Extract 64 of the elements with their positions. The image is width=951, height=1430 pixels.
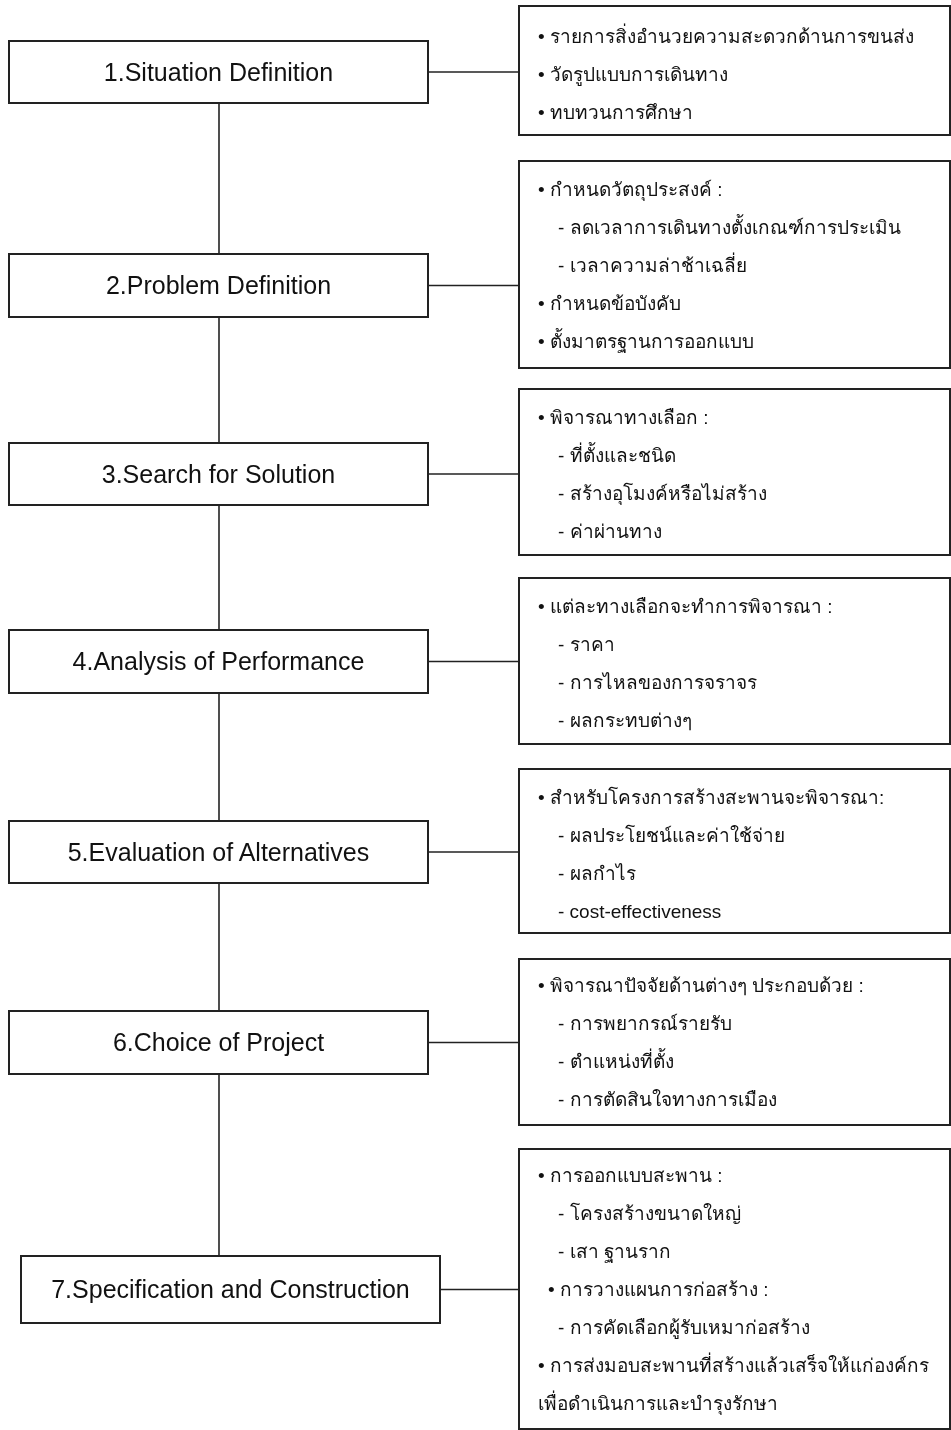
connector-line [428, 71, 519, 73]
list-item: - ลดเวลาการเดินทางตั้งเกณฑ์การประเมิน [558, 209, 943, 247]
list-item: - การพยากรณ์รายรับ [558, 1012, 733, 1036]
note-box [518, 160, 951, 369]
step-box [8, 40, 429, 104]
connector-line [440, 1288, 519, 1291]
list-item: - การไหลของการจราจร [558, 671, 758, 695]
list-item: • พิจารณาปัจจัยด้านต่างๆ ประกอบด้วย : [538, 974, 865, 998]
step-box [8, 442, 429, 506]
note-box [518, 958, 951, 1126]
step-title: 2.Problem Definition [105, 271, 332, 300]
list-item: • กำหนดข้อบังคับ [538, 292, 682, 316]
list-item: - ผลกระทบต่างๆ [558, 709, 693, 733]
step-title: 5.Evaluation of Alternatives [67, 837, 370, 867]
list-item: - การคัดเลือกผู้รับเหมาก่อสร้าง [558, 1316, 811, 1341]
list-item: • กำหนดวัตถุประสงค์ : [538, 178, 724, 203]
list-item: - ผลประโยชน์และค่าใช้จ่าย [558, 823, 786, 848]
note-box [518, 1148, 951, 1430]
note-box [518, 768, 951, 934]
step-title: 7.Specification and Construction [51, 1275, 410, 1304]
step-title: 3.Search for Solution [101, 459, 336, 489]
connector-line [218, 693, 220, 821]
list-item: - ราคา [558, 633, 616, 657]
list-item: - โครงสร้างขนาดใหญ่ [558, 1201, 742, 1226]
note-box [518, 5, 951, 136]
connector-line [428, 1041, 519, 1044]
step-box [20, 1255, 441, 1324]
note-box [518, 577, 951, 745]
list-item: - เวลาความล่าช้าเฉลี่ย [558, 247, 943, 285]
connector-line [428, 284, 519, 287]
list-item: • ตั้งมาตรฐานการออกแบบ [538, 323, 943, 361]
connector-line [218, 883, 220, 1011]
connector-line [218, 505, 220, 630]
connector-line [218, 317, 220, 443]
step-box [8, 253, 429, 318]
list-item: • รายการสิ่งอำนวยความสะดวกด้านการขนส่ง [538, 18, 943, 56]
list-item: - ตำแหน่งที่ตั้ง [558, 1043, 943, 1081]
connector-line [428, 851, 519, 853]
list-item: • แต่ละทางเลือกจะทำการพิจารณา : [538, 595, 834, 619]
list-item: • ทบทวนการศึกษา [538, 101, 694, 125]
list-item: • วัดรูปแบบการเดินทาง [538, 63, 729, 88]
list-item: • การส่งมอบสะพานที่สร้างแล้วเสร็จให้แก่องค์กร เพื่อดำเนินการและบำรุงรักษา [538, 1347, 943, 1423]
list-item: - เสา ฐานราก [558, 1240, 672, 1265]
list-item: • สำหรับโครงการสร้างสะพานจะพิจารณา: [538, 785, 886, 810]
step-title: 1.Situation Definition [103, 57, 334, 87]
note-box [518, 388, 951, 556]
list-item: • พิจารณาทางเลือก : [538, 406, 710, 430]
connector-line [428, 473, 519, 475]
step-box [8, 1010, 429, 1075]
step-title: 6.Choice of Project [112, 1028, 325, 1057]
connector-line [218, 1074, 220, 1256]
list-item: - ค่าผ่านทาง [558, 520, 663, 544]
list-item: - ผลกำไร [558, 862, 637, 886]
list-item: • การออกแบบสะพาน : [538, 1164, 724, 1188]
step-box [8, 629, 429, 694]
list-item: • การวางแผนการก่อสร้าง : [548, 1278, 770, 1302]
list-item: - ที่ตั้งและชนิด [558, 437, 943, 475]
list-item: - สร้างอุโมงค์หรือไม่สร้าง [558, 481, 768, 507]
step-box [8, 820, 429, 884]
step-title: 4.Analysis of Performance [72, 647, 365, 676]
connector-line [218, 103, 220, 254]
connector-line [428, 660, 519, 663]
list-item: - การตัดสินใจทางการเมือง [558, 1088, 778, 1112]
list-item: - cost-effectiveness [558, 900, 723, 924]
